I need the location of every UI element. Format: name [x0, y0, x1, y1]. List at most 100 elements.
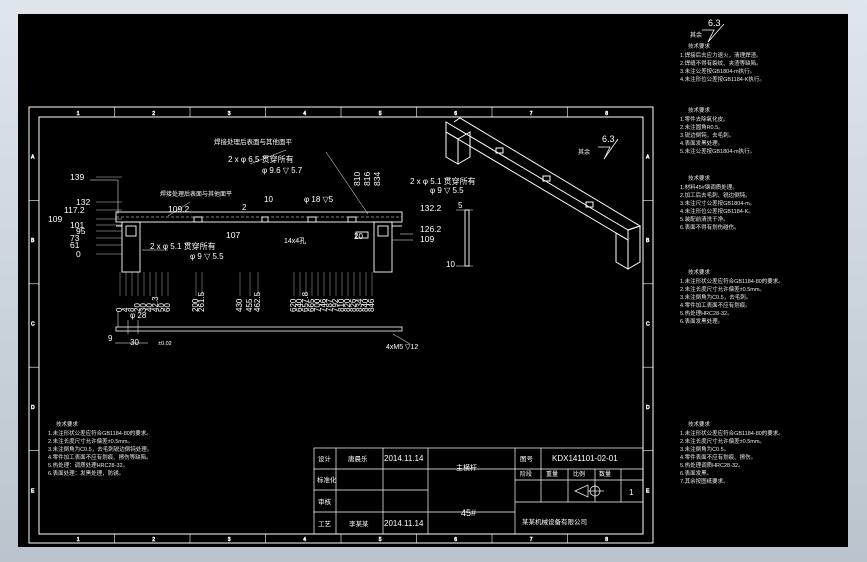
dim-20: 20 [354, 232, 363, 241]
holes-spec-b: 2 x φ 5.1 贯穿所有 [410, 176, 476, 186]
notes-line: 5.热处理：调质处理HRC28-32。 [48, 461, 128, 469]
notes-line: 2.未注长度尺寸允许偏差±0.5mm。 [680, 437, 765, 445]
tb-material: 45# [461, 508, 476, 518]
holes-spec-c: 2 x φ 5.1 贯穿所有 [150, 241, 216, 251]
holes-spec-a-depth: φ 9.6 ▽ 5.7 [262, 166, 303, 175]
tech-notes-right: 技术要求1.焊接后去应力退火，清理焊渣。2.焊缝不得有裂纹、夹渣等缺陷。3.未注… [680, 42, 784, 485]
zone-letter: B [31, 238, 35, 244]
dim-bottom-value: 846 [367, 298, 376, 312]
tb-design-date: 2014.11.14 [384, 454, 424, 463]
notes-title: 技术要求 [688, 42, 711, 50]
dim-bottom-value: 700 [313, 298, 322, 312]
dim-bottom-value: 810 [337, 298, 346, 312]
notes-line: 1.未注形状公差应符合GB1184-80的要求。 [48, 429, 152, 437]
notes-line: 2.未注长度尺寸允许偏差±0.5mm。 [680, 285, 765, 293]
dim-left-value: 101 [70, 220, 84, 230]
zone-number: 8 [605, 537, 608, 543]
dim-bottom-value: 792 [331, 298, 340, 312]
zone-letter: C [31, 322, 35, 328]
zone-number: 1 [77, 537, 80, 543]
weld-note-left: 焊接处理后表面与其他面平 [160, 190, 232, 198]
dim-left-value: 109 [48, 214, 62, 224]
tb-process-date: 2014.11.14 [384, 519, 424, 528]
zone-number: 7 [530, 537, 533, 543]
dim-bottom-value: 640 [295, 298, 304, 312]
tb-drawing-no-label: 图号 [520, 455, 534, 463]
dim-top-value: 109.2 [168, 204, 190, 214]
roughness-symbol-top: 6.3 其余 [690, 18, 725, 43]
tb-process-label: 工艺 [318, 520, 332, 528]
tb-qty-label: 数量 [599, 470, 611, 478]
dim-bottom-value: 820 [343, 298, 352, 312]
beam-front-view [115, 211, 403, 273]
zone-number: 3 [228, 111, 231, 117]
notes-line: 3.未注倒角为C0.5，去毛刺锐边倒钝处理。 [48, 445, 152, 453]
notes-line: 4.未注形位公差按GB1184-K执行。 [680, 75, 765, 83]
dim-side-10: 10 [446, 260, 455, 269]
tb-part-name: 主横杆 [456, 463, 477, 472]
dim-top-value: 810 [352, 172, 362, 186]
notes-line: 7.其余按图纸要求。 [680, 477, 729, 485]
dim-top-value: 107 [226, 230, 240, 240]
dim-bottom-value: 50 [157, 303, 166, 312]
dim-bottom-value: 430 [235, 298, 244, 312]
tb-review-label: 审核 [318, 497, 332, 506]
dim-bottom-value: 30 [139, 303, 148, 312]
notes-title: 技术要求 [688, 174, 711, 182]
dim-bottom-value: 4 [121, 307, 130, 312]
weld-note-top: 焊接处理后表面与其他面平 [214, 137, 293, 146]
dim-d28: φ 28 [130, 311, 147, 320]
dim-bottom-value: 455 [245, 298, 254, 312]
tb-design-label: 设计 [318, 454, 332, 463]
dim-bottom-value: 840 [361, 298, 370, 312]
notes-line: 5.未注公差按GB1804-m执行。 [680, 147, 755, 155]
zone-letter: C [646, 322, 650, 328]
notes-title: 技术要求 [56, 420, 79, 428]
dim-bottom-value: 42.3 [151, 296, 160, 312]
title-block-text: 设计 唐晨乐 2014.11.14 标准化 审核 工艺 李某某 2014.11.… [317, 454, 634, 528]
dim-bottom-value: 462.5 [253, 291, 262, 312]
dim-bottom-value: 60 [163, 303, 172, 312]
thread-note-b: 4xM5 ▽12 [386, 344, 418, 351]
dim-bottom-value: 200 [191, 298, 200, 312]
zone-letter: A [646, 155, 650, 161]
notes-line: 6.表面发黑处理。 [680, 317, 723, 325]
dim-left-value: 139 [70, 172, 84, 182]
dim-left-value: 73 [70, 233, 80, 243]
dim-9: 9 [108, 334, 113, 343]
tb-designer: 唐晨乐 [348, 454, 368, 463]
dim-bottom-value: 261.5 [197, 291, 206, 312]
notes-line: 1.焊接后去应力退火，清理焊渣。 [680, 51, 762, 59]
notes-line: 1.未注形状公差应符合GB1184-80的要求。 [680, 429, 784, 437]
tb-process-person: 李某某 [349, 519, 369, 528]
notes-line: 3.未注倒角为C0.5，去毛刺。 [680, 293, 751, 301]
dia18-label: φ 18 ▽5 [304, 195, 334, 204]
zone-number: 5 [379, 537, 382, 543]
notes-line: 6.表面不得有划伤碰伤。 [680, 223, 740, 231]
dim-top-value: 816 [362, 172, 372, 186]
notes-line: 3.未注尺寸公差按GB1804-m。 [680, 199, 755, 207]
zone-letter: D [646, 405, 650, 411]
dim-bottom-value: 665 [307, 298, 316, 312]
thread-note: 14x4孔 [284, 237, 306, 245]
dim-bottom-value: 826 [349, 298, 358, 312]
dim-bottom-value: 834 [355, 298, 364, 312]
zone-number: 4 [303, 111, 306, 117]
zone-number: 5 [379, 111, 382, 117]
dim-30: 30 [130, 338, 139, 347]
zone-number: 6 [454, 111, 457, 117]
dim-tol: ±0.02 [158, 341, 172, 347]
notes-line: 4.零件加工表面不应有划痕、擦伤等缺陷。 [48, 453, 152, 461]
title-block [313, 447, 644, 535]
dim-bottom-value: 746 [319, 298, 328, 312]
dim-left-value: 61 [70, 240, 80, 250]
tech-notes-left: 技术要求1.未注形状公差应符合GB1184-80的要求。2.未注长度尺寸允许偏差… [48, 420, 152, 477]
roughness-value-mid: 6.3 [602, 134, 615, 144]
dim-bottom-value: 40 [145, 303, 154, 312]
zone-number: 6 [454, 537, 457, 543]
dim-left-value: 117.2 [64, 205, 85, 215]
